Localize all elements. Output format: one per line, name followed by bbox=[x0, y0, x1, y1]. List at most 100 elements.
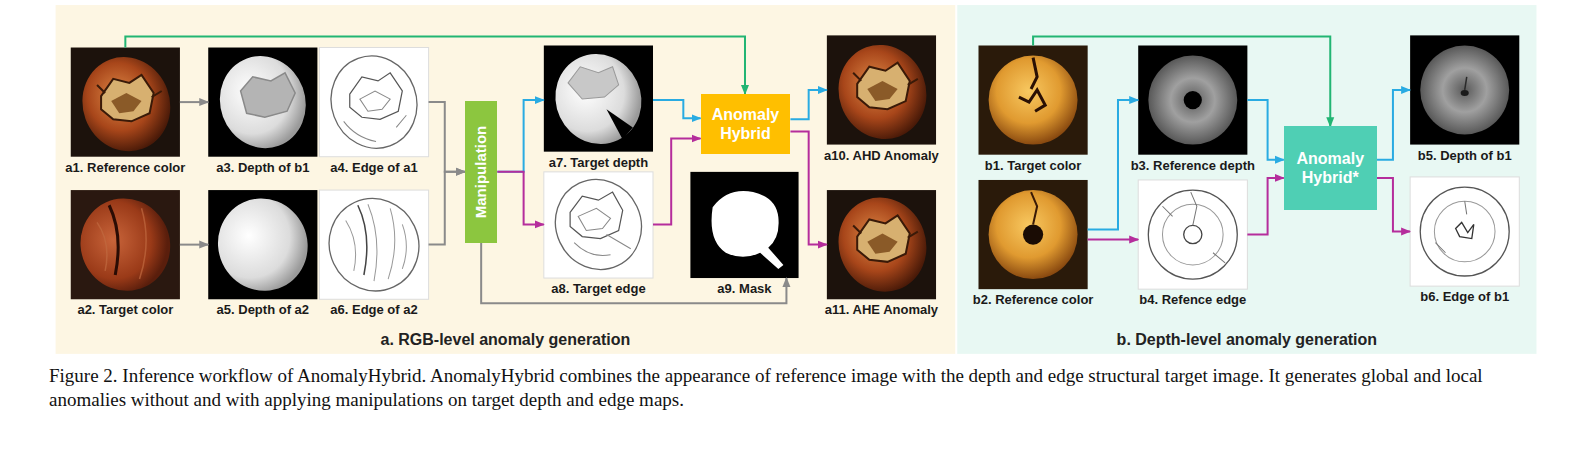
process-box: Anomaly Hybrid* bbox=[1284, 126, 1377, 210]
image-caption: b5. Depth of b1 bbox=[1418, 148, 1512, 164]
connector-arrow bbox=[497, 172, 544, 225]
edge-map-part bbox=[1162, 204, 1223, 265]
image-tile: a10. AHD Anomaly bbox=[827, 35, 936, 144]
edge-map-part bbox=[544, 172, 653, 278]
panel-ground bbox=[56, 5, 1537, 354]
process-box: Manipulation bbox=[465, 101, 497, 243]
edge-map-part bbox=[1420, 187, 1509, 276]
bagel-photo-part bbox=[1023, 224, 1043, 244]
hazelnut-photo-part-part bbox=[101, 75, 154, 122]
depth-map-part bbox=[241, 73, 296, 117]
edge-map bbox=[1138, 180, 1247, 289]
figure-caption: Figure 2. Inference workflow of AnomalyH… bbox=[49, 364, 1541, 412]
panel-ground-part bbox=[56, 5, 956, 354]
image-caption: a5. Depth of a2 bbox=[217, 302, 309, 318]
image-tile: b3. Reference depth bbox=[1138, 45, 1247, 154]
edge-map-part bbox=[319, 48, 428, 157]
process-box: Anomaly Hybrid bbox=[701, 94, 791, 154]
image-caption: b3. Reference depth bbox=[1131, 158, 1255, 174]
edge-map-part bbox=[344, 91, 407, 142]
edge-map-part bbox=[1184, 225, 1202, 243]
mask-image bbox=[690, 172, 798, 278]
image-caption: a8. Target edge bbox=[551, 281, 645, 297]
box-label: Anomaly Hybrid* bbox=[1288, 149, 1373, 187]
bagel-photo bbox=[978, 180, 1087, 289]
connector-arrow bbox=[1377, 178, 1410, 232]
connector-arrow bbox=[1247, 100, 1283, 160]
bagel-photo bbox=[978, 45, 1087, 154]
image-tile: a9. Mask bbox=[690, 172, 798, 278]
depth-map bbox=[1410, 35, 1519, 144]
image-tile: b5. Depth of b1 bbox=[1410, 35, 1519, 144]
image-tile: a7. Target depth bbox=[544, 45, 653, 151]
depth-map-part bbox=[1138, 45, 1247, 154]
connector-arrow bbox=[1247, 178, 1283, 235]
panel-band: b1. Target color b2. Reference color b3. R… bbox=[957, 5, 1536, 354]
panel-ground-part bbox=[957, 5, 1536, 354]
image-tile: b1. Target color bbox=[978, 45, 1087, 154]
edge-map-part bbox=[350, 73, 403, 120]
image-tile: b2. Reference color bbox=[978, 180, 1087, 289]
edge-map bbox=[1410, 177, 1519, 286]
image-caption: a4. Edge of a1 bbox=[330, 160, 417, 176]
anomaly-photo bbox=[825, 185, 939, 304]
connector-arrow bbox=[481, 243, 786, 304]
connector-arrow bbox=[180, 101, 208, 103]
edge-map bbox=[314, 184, 434, 306]
hazelnut-photo-part-part bbox=[69, 45, 183, 164]
connector-arrow bbox=[653, 138, 701, 224]
hazelnut-photo-part-part bbox=[97, 85, 162, 97]
edge-map-part bbox=[358, 205, 367, 275]
depth-map bbox=[207, 44, 319, 160]
connector-arrow bbox=[1377, 90, 1410, 160]
edge-map-part bbox=[1456, 222, 1474, 238]
image-caption: b2. Reference color bbox=[973, 292, 1094, 308]
connector-arrow bbox=[1088, 239, 1139, 241]
bagel-photo-part bbox=[989, 56, 1078, 145]
hazelnut-photo bbox=[65, 184, 185, 306]
mask-image-part bbox=[712, 191, 784, 269]
edge-map-part bbox=[346, 204, 407, 281]
mask-image-part bbox=[690, 172, 798, 278]
connector-arrow bbox=[125, 36, 745, 94]
depth-map-part bbox=[1420, 45, 1509, 134]
image-tile: a5. Depth of a2 bbox=[208, 190, 317, 299]
bagel-photo-part bbox=[1031, 192, 1037, 224]
edge-map-part bbox=[1434, 201, 1495, 262]
depth-map-part bbox=[607, 109, 633, 139]
depth-map-part bbox=[1461, 90, 1469, 96]
image-tile: b4. Refence edge bbox=[1138, 180, 1247, 289]
image-tile: a2. Target color bbox=[71, 190, 180, 299]
image-tile: a1. Reference color bbox=[71, 48, 180, 157]
connector-arrow bbox=[790, 131, 826, 244]
connector-arrow bbox=[429, 172, 465, 245]
hazelnut-photo-part bbox=[69, 45, 183, 164]
edge-map-part bbox=[319, 190, 428, 299]
image-tile: a8. Target edge bbox=[544, 172, 653, 278]
image-caption: a10. AHD Anomaly bbox=[824, 148, 939, 164]
image-caption: b1. Target color bbox=[985, 158, 1082, 174]
connector-arrow bbox=[429, 102, 465, 172]
depth-map bbox=[1138, 45, 1247, 154]
image-tile: b6. Edge of b1 bbox=[1410, 177, 1519, 286]
depth-map-part bbox=[1184, 91, 1202, 109]
anomaly-photo-part bbox=[825, 32, 939, 151]
edge-map-part bbox=[1138, 180, 1247, 289]
anomaly-photo-part bbox=[825, 185, 939, 304]
hazelnut-photo-part bbox=[65, 184, 185, 306]
edge-map bbox=[541, 165, 656, 283]
box-label: Anomaly Hybrid bbox=[705, 105, 787, 143]
hazelnut-photo bbox=[69, 45, 183, 164]
edge-map-part bbox=[574, 208, 631, 255]
depth-map-part bbox=[1410, 35, 1519, 144]
image-tile: a3. Depth of b1 bbox=[208, 48, 317, 157]
edge-map-part bbox=[1435, 201, 1466, 253]
depth-map bbox=[203, 184, 323, 306]
connector-arrow bbox=[653, 100, 701, 118]
depth-map bbox=[541, 40, 656, 158]
connector-arrow bbox=[1033, 36, 1330, 126]
image-tile: a4. Edge of a1 bbox=[319, 48, 428, 157]
connector-arrow bbox=[180, 244, 208, 246]
image-caption: a3. Depth of b1 bbox=[216, 160, 309, 176]
panel-heading: b. Depth-level anomaly generation bbox=[957, 330, 1536, 349]
